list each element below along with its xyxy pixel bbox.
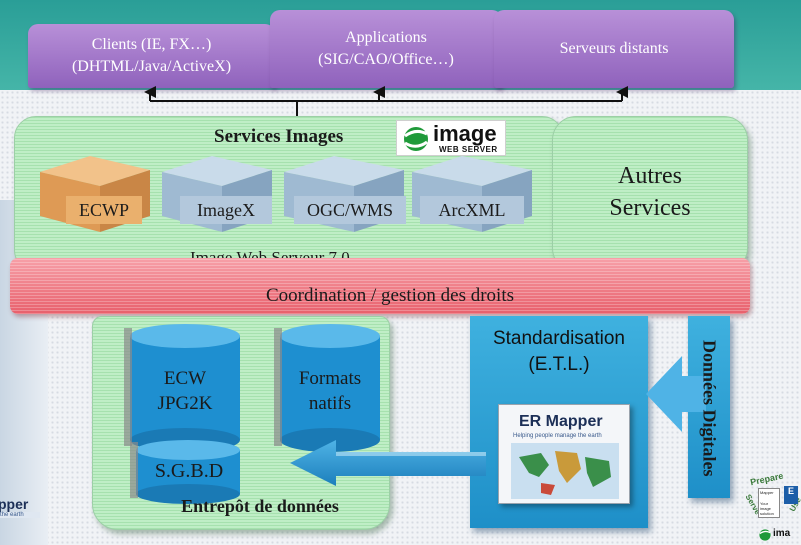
logo-card-inner: Your image solution — [760, 501, 774, 516]
logo-card-mapper: Mapper — [760, 490, 774, 495]
clients-line1: Clients (IE, FX…) — [91, 36, 212, 53]
autres-services-label: Autres Services — [552, 160, 748, 224]
autres-line2: Services — [609, 195, 691, 221]
standardisation-label: Standardisation (E.T.L.) — [470, 326, 648, 378]
sgbd-cylinder — [130, 440, 240, 504]
serveurs-distants-label: Serveurs distants — [559, 40, 669, 57]
globe-icon — [404, 127, 428, 151]
world-map-icon — [511, 443, 619, 499]
sgbd-label: S.G.B.D — [154, 460, 224, 482]
standardisation-line1: Standardisation — [492, 328, 626, 349]
clients-line2: (DHTML/Java/ActiveX) — [71, 58, 232, 75]
arcxml-label: ArcXML — [438, 199, 506, 220]
ogcwms-label: OGC/WMS — [306, 199, 393, 220]
donnees-arrow — [646, 356, 706, 432]
logo-card: Mapper Your image solution — [758, 488, 780, 518]
logo-word: image — [433, 121, 497, 146]
ermapper-product-box: ER Mapper Helping people manage the eart… — [498, 404, 630, 504]
standardisation-line2: (E.T.L.) — [528, 354, 590, 375]
formats-line: Formats — [298, 368, 362, 389]
arcxml-module: ArcXML — [420, 196, 524, 224]
mini-globe-icon — [759, 529, 771, 541]
imagex-module: ImageX — [180, 196, 272, 224]
ecwp-module: ECWP — [66, 196, 142, 224]
left-mapper-logo: pper — [0, 496, 29, 512]
entrepot-caption: Entrepôt de données — [181, 496, 339, 516]
services-images-title: Services Images — [214, 126, 344, 147]
applications-line1: Applications — [345, 29, 427, 46]
left-arrow — [290, 440, 486, 486]
ogcwms-module: OGC/WMS — [294, 196, 406, 224]
ecw-line: ECW — [163, 368, 207, 389]
prepare-text: Prepare — [749, 470, 785, 488]
ecw-mini-badge: E — [784, 486, 798, 504]
ermapper-tagline: Helping people manage the earth — [513, 433, 602, 439]
left-logo-tagline: the earth — [0, 512, 40, 518]
ecw-cylinder-label: ECW JPG2K — [130, 366, 240, 416]
mini-image-word: ima — [773, 528, 791, 539]
clients-box: Clients (IE, FX…) (DHTML/Java/ActiveX) — [28, 24, 275, 88]
donnees-digitales-label: Données Digitales — [699, 339, 720, 477]
applications-line2: (SIG/CAO/Office…) — [318, 51, 454, 68]
serveurs-distants-box: Serveurs distants — [494, 10, 734, 88]
autres-services-box — [552, 116, 748, 272]
formats-cylinder — [274, 324, 380, 452]
ermapper-title: ER Mapper — [519, 413, 603, 430]
natifs-line: natifs — [308, 393, 352, 414]
prepare-serve-use-logo: Prepare Serve Use Mapper Your image solu… — [742, 470, 801, 545]
formats-cylinder-label: Formats natifs — [280, 366, 380, 416]
ecwp-label: ECWP — [78, 199, 129, 220]
database-cylinders — [124, 324, 380, 504]
logo-subtitle: WEB SERVER — [439, 145, 498, 154]
coordination-bar — [10, 258, 750, 314]
jpg2k-line: JPG2K — [157, 393, 213, 414]
applications-box: Applications (SIG/CAO/Office…) — [270, 10, 502, 88]
autres-line1: Autres — [618, 163, 682, 189]
ecw-cylinder — [124, 324, 240, 452]
coordination-label: Coordination / gestion des droits — [265, 285, 515, 306]
image-web-server-logo: image WEB SERVER — [396, 120, 506, 156]
imagex-label: ImageX — [197, 199, 255, 220]
